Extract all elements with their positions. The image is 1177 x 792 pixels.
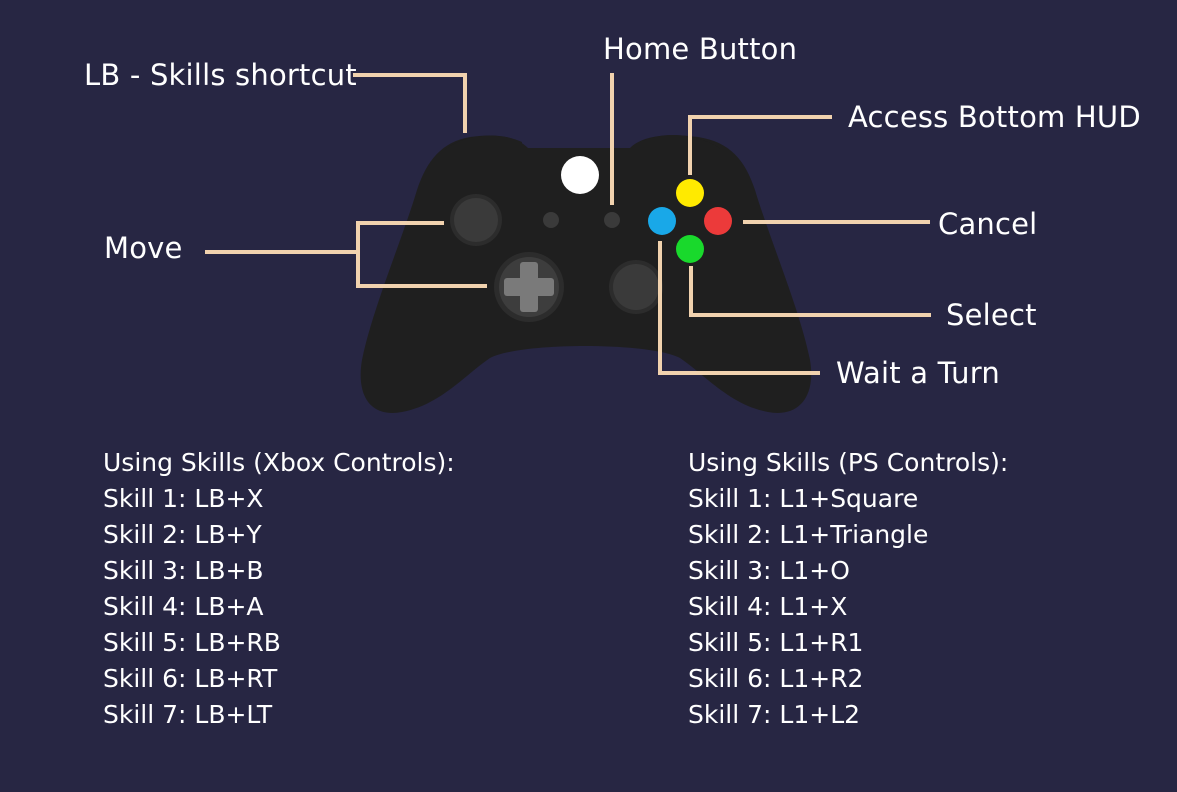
- right-bumper: [640, 135, 722, 150]
- leader-line-wait-turn: [658, 241, 820, 375]
- xbox-skill-item: Skill 5: LB+RB: [103, 628, 281, 657]
- leader-line-access-hud: [688, 115, 832, 175]
- menu-button: [604, 212, 620, 228]
- label-skills-shortcut: LB - Skills shortcut: [84, 58, 357, 92]
- label-home-button: Home Button: [603, 32, 798, 66]
- label-select: Select: [946, 298, 1037, 332]
- left-bumper: [445, 135, 522, 150]
- ps-skill-item: Skill 7: L1+L2: [688, 700, 861, 729]
- label-wait-a-turn: Wait a Turn: [836, 356, 1000, 390]
- left-stick: [454, 198, 498, 242]
- xbox-skill-item: Skill 1: LB+X: [103, 484, 264, 513]
- home-button-icon: [561, 156, 599, 194]
- leader-line-select: [689, 266, 931, 317]
- ps-skills-list: Using Skills (PS Controls): Skill 1: L1+…: [688, 445, 1008, 733]
- xbox-skill-item: Skill 3: LB+B: [103, 556, 264, 585]
- leader-line-move-stick: [356, 221, 487, 288]
- x-button: [648, 207, 676, 235]
- a-button: [676, 235, 704, 263]
- leader-line-skills-shortcut: [353, 73, 467, 133]
- ps-skills-heading: Using Skills (PS Controls):: [688, 448, 1009, 477]
- label-access-bottom-hud: Access Bottom HUD: [848, 100, 1141, 134]
- xbox-skill-item: Skill 6: LB+RT: [103, 664, 278, 693]
- xbox-skill-item: Skill 4: LB+A: [103, 592, 264, 621]
- xbox-skills-list: Using Skills (Xbox Controls): Skill 1: L…: [103, 445, 455, 733]
- label-move: Move: [104, 231, 183, 265]
- ps-skill-item: Skill 5: L1+R1: [688, 628, 864, 657]
- xbox-skill-item: Skill 7: LB+LT: [103, 700, 273, 729]
- ps-skill-item: Skill 2: L1+Triangle: [688, 520, 929, 549]
- xbox-skills-heading: Using Skills (Xbox Controls):: [103, 448, 455, 477]
- ps-skill-item: Skill 3: L1+O: [688, 556, 850, 585]
- ps-skill-item: Skill 4: L1+X: [688, 592, 848, 621]
- b-button: [704, 207, 732, 235]
- view-button: [543, 212, 559, 228]
- right-stick: [613, 264, 659, 310]
- y-button: [676, 179, 704, 207]
- xbox-skill-item: Skill 2: LB+Y: [103, 520, 262, 549]
- label-cancel: Cancel: [938, 207, 1038, 241]
- dpad-cross: [504, 262, 554, 312]
- ps-skill-item: Skill 6: L1+R2: [688, 664, 864, 693]
- ps-skill-item: Skill 1: L1+Square: [688, 484, 919, 513]
